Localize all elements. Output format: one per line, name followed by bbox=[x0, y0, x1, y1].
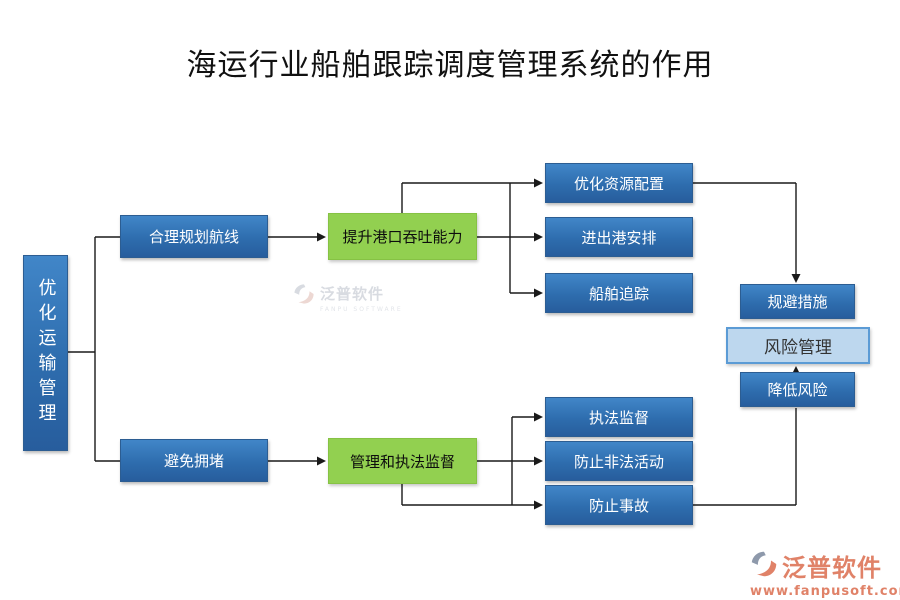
node-prevent-illegal-activities: 防止非法活动 bbox=[545, 441, 693, 481]
node-risk-management: 风险管理 bbox=[726, 327, 870, 364]
fanpu-logo-icon bbox=[750, 550, 778, 582]
node-prevent-accidents: 防止事故 bbox=[545, 485, 693, 525]
footer-brand-url: www.fanpusoft.com bbox=[750, 584, 900, 599]
node-optimize-transport-management: 优化运输管理 bbox=[23, 255, 68, 451]
node-label: 优化运输管理 bbox=[35, 278, 57, 428]
watermark-sub-text: FANPU SOFTWARE bbox=[320, 306, 403, 313]
node-avoidance-measures: 规避措施 bbox=[740, 284, 855, 319]
node-avoid-congestion: 避免拥堵 bbox=[120, 439, 268, 482]
watermark-brand-text: 泛普软件 bbox=[320, 285, 385, 303]
node-ship-tracking: 船舶追踪 bbox=[545, 273, 693, 313]
footer-brand: 泛普软件 www.fanpusoft.com bbox=[750, 548, 900, 599]
node-port-entry-exit-arrangement: 进出港安排 bbox=[545, 217, 693, 257]
node-reduce-risk: 降低风险 bbox=[740, 372, 855, 407]
fanpu-logo-icon bbox=[293, 283, 315, 309]
footer-brand-name: 泛普软件 bbox=[782, 554, 882, 582]
node-optimize-resource-allocation: 优化资源配置 bbox=[545, 163, 693, 203]
node-management-law-enforcement: 管理和执法监督 bbox=[328, 438, 477, 484]
center-watermark: 泛普软件 FANPU SOFTWARE bbox=[293, 283, 403, 313]
node-rational-route-planning: 合理规划航线 bbox=[120, 215, 268, 258]
page-title: 海运行业船舶跟踪调度管理系统的作用 bbox=[186, 49, 714, 82]
node-law-enforcement-supervision: 执法监督 bbox=[545, 397, 693, 437]
node-improve-port-throughput: 提升港口吞吐能力 bbox=[328, 213, 477, 260]
